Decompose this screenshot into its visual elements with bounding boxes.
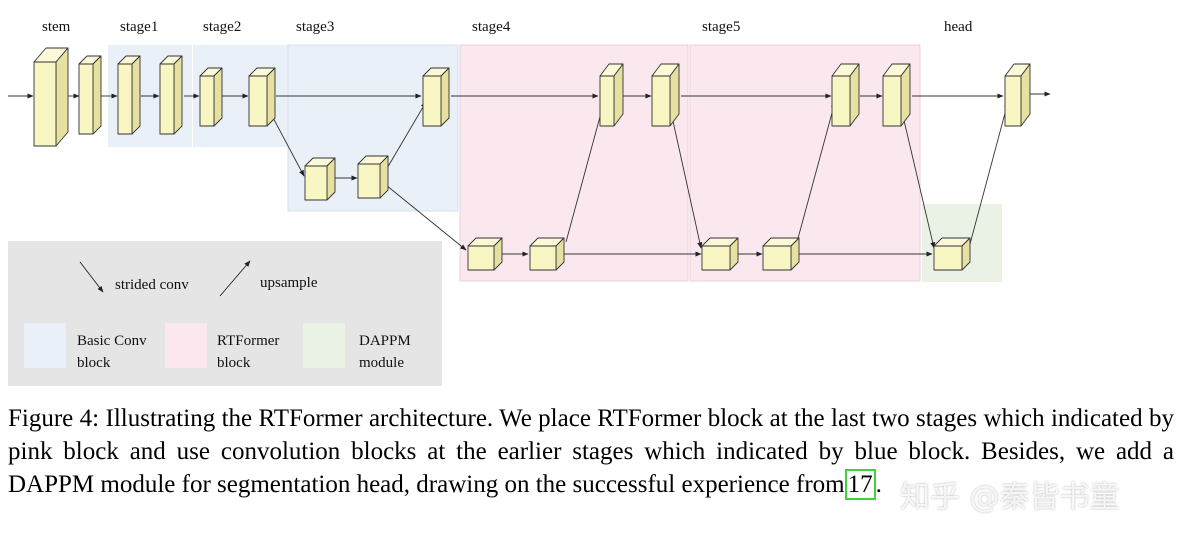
basic-conv-label-line2: block (77, 355, 111, 371)
feature-block (248, 67, 276, 127)
feature-block-front (159, 63, 175, 135)
stage-label-stage3: stage3 (296, 19, 334, 35)
figure-caption: Figure 4: Illustrating the RTFormer arch… (8, 402, 1174, 501)
feature-block-front (248, 75, 268, 127)
feature-block (159, 55, 183, 135)
feature-block (422, 67, 450, 127)
stage-label-head: head (944, 19, 973, 35)
feature-block (199, 67, 223, 127)
feature-block (33, 47, 69, 147)
feature-block (304, 157, 336, 201)
feature-block-side (379, 155, 389, 199)
feature-block-front (422, 75, 442, 127)
strided-conv-legend-arrow (79, 261, 104, 293)
caption-end: . (875, 471, 882, 498)
stage-label-stage1: stage1 (120, 19, 158, 35)
dappm-swatch (303, 323, 345, 368)
feature-block-side (213, 67, 223, 127)
feature-block-front (831, 75, 851, 127)
watermark: 知乎 @秦皆书童 (900, 480, 1120, 515)
feature-block (78, 55, 102, 135)
feature-block-front (651, 75, 671, 127)
feature-block-front (529, 245, 557, 271)
feature-block-side (92, 55, 102, 135)
feature-block-front (882, 75, 902, 127)
feature-block-front (933, 245, 963, 271)
strided-conv-label: strided conv (115, 277, 189, 293)
feature-block (117, 55, 141, 135)
feature-block (831, 63, 860, 127)
feature-block (529, 237, 565, 271)
feature-block-side (440, 67, 450, 127)
feature-block-side (266, 67, 276, 127)
stage-label-stage4: stage4 (472, 19, 511, 35)
caption-text: Figure 4: Illustrating the RTFormer arch… (8, 405, 1174, 498)
feature-block-front (467, 245, 495, 271)
rtformer-label-line1: RTFormer (217, 333, 279, 349)
feature-block-front (599, 75, 615, 127)
feature-block-front (33, 61, 57, 147)
feature-block (882, 63, 911, 127)
feature-block (762, 237, 800, 271)
basic-conv-label-line1: Basic Conv (77, 333, 147, 349)
feature-block-front (117, 63, 133, 135)
feature-block (1004, 63, 1031, 127)
feature-block-front (357, 163, 381, 199)
feature-block (467, 237, 503, 271)
feature-block (651, 63, 680, 127)
citation-link[interactable]: 17 (844, 469, 876, 500)
stage-label-stage2: stage2 (203, 19, 241, 35)
feature-block-front (199, 75, 215, 127)
dappm-label-line2: module (359, 355, 404, 371)
feature-block (701, 237, 739, 271)
rtformer-swatch (165, 323, 207, 368)
rtformer-label-line2: block (217, 355, 251, 371)
feature-block-side (131, 55, 141, 135)
feature-blocks (33, 47, 1031, 271)
upsample-label: upsample (260, 275, 318, 291)
dappm-label-line1: DAPPM (359, 333, 411, 349)
upsample-legend-arrow (219, 260, 251, 297)
feature-block (357, 155, 389, 199)
feature-block-side (173, 55, 183, 135)
feature-block-front (762, 245, 792, 271)
feature-block-front (304, 165, 328, 201)
feature-block (599, 63, 624, 127)
architecture-diagram: stem stage1 stage2 stage3 stage4 stage5 … (8, 19, 1051, 386)
stage-label-stage5: stage5 (702, 19, 740, 35)
basic-conv-swatch (24, 323, 66, 368)
feature-block-front (701, 245, 731, 271)
feature-block-front (78, 63, 94, 135)
feature-block-side (55, 47, 69, 147)
feature-block-side (326, 157, 336, 201)
connections (8, 91, 1051, 257)
feature-block-front (1004, 75, 1022, 127)
feature-block (933, 237, 971, 271)
stage-label-stem: stem (42, 19, 71, 35)
legend-panel (8, 241, 442, 386)
